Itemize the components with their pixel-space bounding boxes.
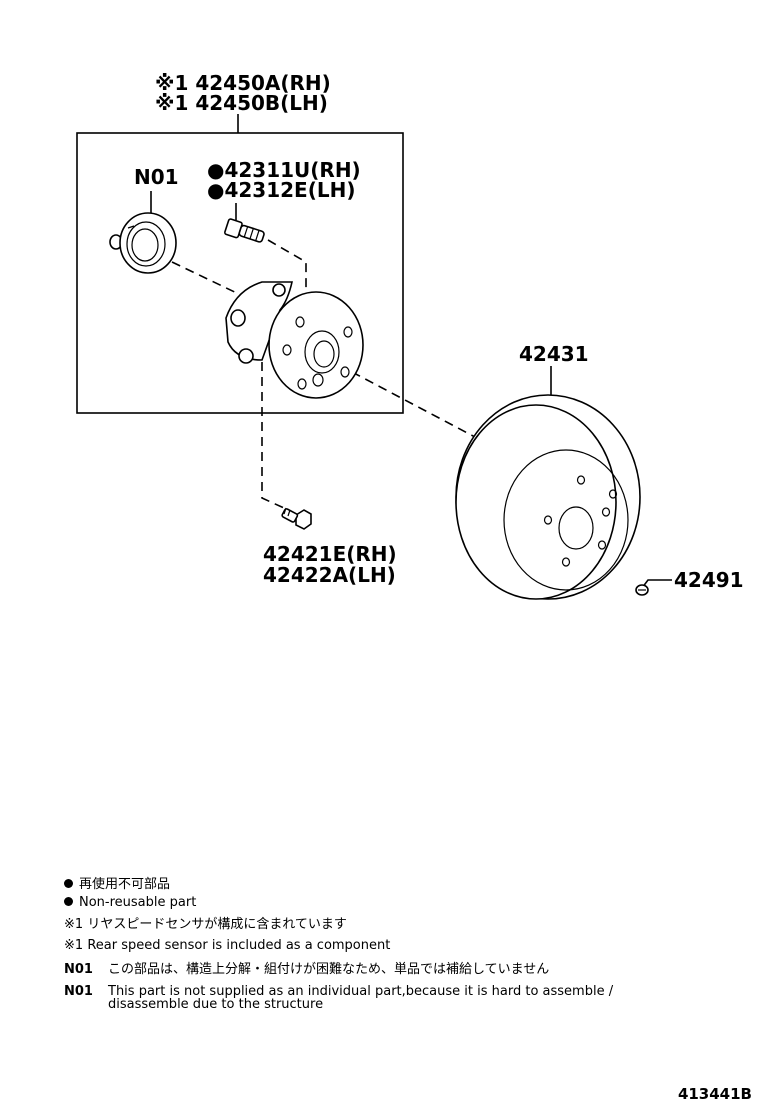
hub-assembly-frame [76,132,404,414]
legend-note1-jp: ※1 リヤスピードセンサが構成に含まれています [64,917,347,932]
set-screw-part[interactable] [635,584,649,596]
brake-disc-part[interactable] [455,394,641,600]
legend-non-reusable-en: Non-reusable part [64,895,196,911]
callout-screw[interactable]: 42491 [674,568,744,592]
callout-bolt-lh[interactable]: 42422A(LH) [263,563,396,587]
hub-stud-part[interactable] [224,218,265,246]
axis-line-bolt [261,362,285,509]
bullet-icon [64,897,73,906]
hub-bearing-part[interactable] [225,281,364,399]
figure-id: 413441B [677,1085,752,1103]
callout-stud-lh[interactable]: ●42312E(LH) [207,178,355,202]
bullet-icon [64,879,73,888]
legend-non-reusable-jp: 再使用不可部品 [64,877,170,893]
callout-hub-rh[interactable]: ※1 42450A(RH) [155,71,331,95]
callout-n01: N01 [134,165,179,189]
callout-hub-lh[interactable]: ※1 42450B(LH) [155,91,328,115]
axis-line-disc [351,371,476,438]
callout-stud-rh[interactable]: ●42311U(RH) [207,158,361,182]
callout-disc[interactable]: 42431 [519,342,589,366]
legend-note1-en: ※1 Rear speed sensor is included as a co… [64,938,391,953]
bearing-ring-part[interactable] [109,212,177,274]
axis-line-bearing [171,261,244,297]
mounting-bolt-part[interactable] [281,507,312,530]
callout-bolt-rh[interactable]: 42421E(RH) [263,542,397,566]
axis-line-stud [267,239,307,288]
